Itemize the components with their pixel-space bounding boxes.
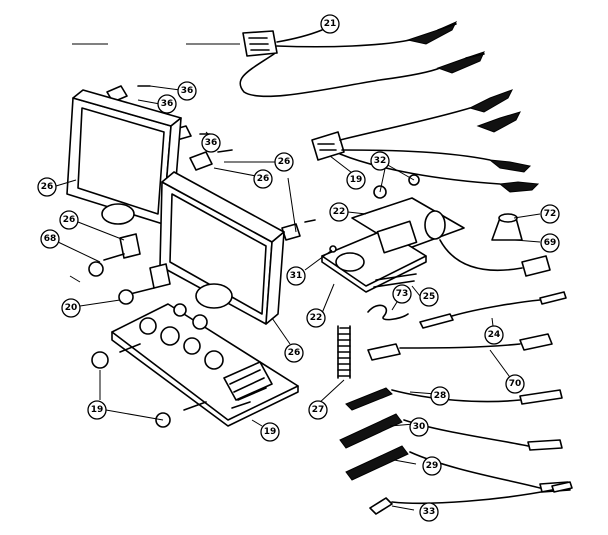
svg-text:36: 36 — [181, 86, 194, 96]
callout-24: 73 — [392, 284, 412, 304]
callout-29: 28 — [430, 386, 450, 406]
svg-text:36: 36 — [205, 138, 218, 148]
svg-text:26: 26 — [41, 182, 54, 192]
part-potentiometers — [88, 233, 171, 428]
callout-25: 22 — [306, 308, 326, 328]
svg-text:19: 19 — [350, 175, 363, 185]
svg-text:26: 26 — [288, 348, 301, 358]
callout-28: 70 — [505, 374, 525, 394]
part-cable-connector-top — [239, 20, 485, 98]
callout-68: 26 — [59, 210, 79, 230]
part-probe-34 — [345, 445, 571, 493]
callout-34: 29 — [422, 456, 442, 476]
part-test-lead-28 — [367, 333, 553, 361]
svg-text:19: 19 — [264, 427, 277, 437]
callout-27: 24 — [484, 325, 504, 345]
svg-text:27: 27 — [312, 405, 325, 415]
svg-text:25: 25 — [423, 292, 436, 302]
callout-72: 32 — [370, 151, 390, 171]
svg-text:72: 72 — [544, 209, 557, 219]
svg-text:28: 28 — [434, 391, 447, 401]
svg-text:21: 21 — [324, 19, 337, 29]
callout-19: 19 — [87, 400, 107, 420]
part-wire-clip — [367, 304, 409, 321]
svg-text:19: 19 — [91, 405, 104, 415]
svg-text:29: 29 — [426, 461, 439, 471]
callout-22: 69 — [540, 233, 560, 253]
callout-33: 30 — [409, 417, 429, 437]
svg-text:20: 20 — [65, 303, 78, 313]
svg-text:73: 73 — [396, 289, 409, 299]
callout-70: 25 — [419, 287, 439, 307]
svg-text:70: 70 — [509, 379, 522, 389]
svg-text:69: 69 — [544, 238, 557, 248]
svg-text:68: 68 — [44, 234, 57, 244]
part-spring — [337, 325, 351, 379]
callout-26: 26 — [284, 343, 304, 363]
svg-text:33: 33 — [423, 507, 436, 517]
callout-32: 19 — [260, 422, 280, 442]
part-clip-lead-35 — [369, 481, 573, 515]
part-circuit-board — [111, 303, 299, 427]
svg-text:31: 31 — [290, 271, 303, 281]
callout-30: 27 — [308, 400, 328, 420]
svg-text:30: 30 — [413, 422, 426, 432]
part-lamp-housing-right — [159, 171, 285, 325]
callout-69: 22 — [329, 202, 349, 222]
callout-19: 20 — [61, 298, 81, 318]
svg-text:26: 26 — [257, 174, 270, 184]
part-meter-plate — [321, 174, 465, 293]
svg-text:26: 26 — [278, 157, 291, 167]
part-probe-33 — [339, 413, 563, 451]
callout-36: 36 — [177, 81, 197, 101]
callout-26: 26 — [253, 169, 273, 189]
svg-text:32: 32 — [374, 156, 387, 166]
svg-text:24: 24 — [488, 330, 501, 340]
callout-20: 68 — [40, 229, 60, 249]
svg-text:22: 22 — [333, 207, 346, 217]
callout-26: 26 — [37, 177, 57, 197]
callout-22: 19 — [346, 170, 366, 190]
svg-text:36: 36 — [161, 99, 174, 109]
part-plug-lead — [439, 239, 551, 277]
svg-text:26: 26 — [63, 215, 76, 225]
part-test-lead-27 — [419, 291, 567, 329]
part-rubber-cap — [491, 213, 523, 241]
callout-73: 31 — [286, 266, 306, 286]
part-connector-clip-leads — [311, 89, 540, 193]
svg-text:22: 22 — [310, 313, 323, 323]
part-probe-29 — [345, 387, 563, 411]
callout-36: 36 — [157, 94, 177, 114]
callout-31: 72 — [540, 204, 560, 224]
callout-26: 26 — [274, 152, 294, 172]
callout-21: 21 — [320, 14, 340, 34]
callout-35: 33 — [419, 502, 439, 522]
callout-36: 36 — [201, 133, 221, 153]
